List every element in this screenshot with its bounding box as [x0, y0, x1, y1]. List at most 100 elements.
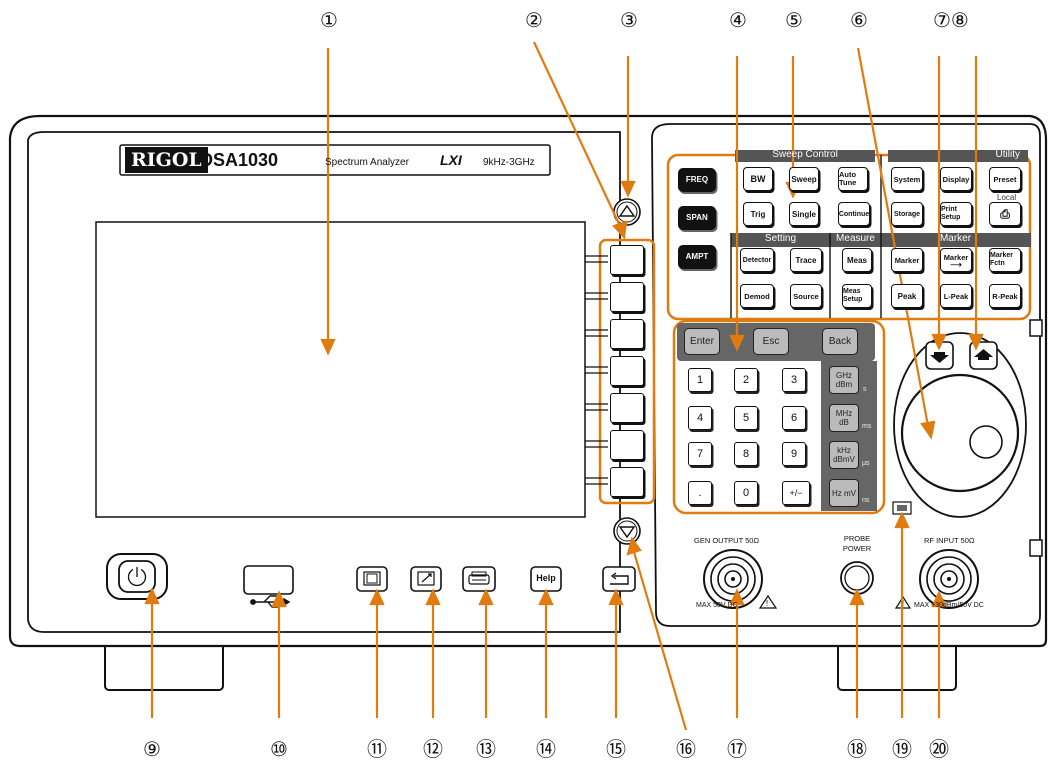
- page-down-button: [613, 517, 641, 545]
- digit-3-key[interactable]: 3: [782, 368, 806, 392]
- frequency-range: 9kHz-3GHz: [483, 157, 535, 168]
- return-button: [602, 566, 636, 592]
- callout-3: ③: [620, 8, 638, 32]
- group-utility: Utility: [995, 149, 1020, 160]
- digit-6-key[interactable]: 6: [782, 406, 806, 430]
- probe-power-label: PROBE POWER: [842, 534, 872, 553]
- preset-key[interactable]: Preset: [989, 167, 1021, 191]
- digit-2-key[interactable]: 2: [734, 368, 758, 392]
- digit-4-key[interactable]: 4: [688, 406, 712, 430]
- softkey-6[interactable]: [610, 430, 644, 460]
- digit-9-key[interactable]: 9: [782, 442, 806, 466]
- brand-bar: [119, 144, 551, 176]
- softkey-1[interactable]: [610, 245, 644, 275]
- product-type: Spectrum Analyzer: [325, 157, 409, 168]
- digit-5-key[interactable]: 5: [734, 406, 758, 430]
- detector-key[interactable]: Detector: [740, 248, 774, 272]
- unit-suffix-ms: ms: [862, 423, 872, 430]
- softkey-3[interactable]: [610, 319, 644, 349]
- trig-key[interactable]: Trig: [743, 202, 773, 226]
- keypad-frame: [672, 319, 886, 515]
- enter-key[interactable]: Enter: [684, 328, 720, 355]
- back-key[interactable]: Back: [822, 328, 858, 355]
- print-setup-key[interactable]: Print Setup: [940, 202, 972, 226]
- digit-0-key[interactable]: 0: [734, 481, 758, 505]
- r-peak-key[interactable]: R-Peak: [989, 284, 1021, 308]
- amp-key[interactable]: AMPT: [678, 245, 716, 269]
- softkey-7[interactable]: [610, 467, 644, 497]
- softkey-column-frame: [598, 238, 656, 505]
- screen-zoom-button: [410, 566, 442, 592]
- marker-fctn-key[interactable]: Marker Fctn: [989, 248, 1021, 272]
- peak-key[interactable]: Peak: [891, 284, 923, 308]
- left-foot: [104, 639, 224, 691]
- softkey-2[interactable]: [610, 282, 644, 312]
- callout-12: ⑫: [423, 737, 443, 761]
- freq-key[interactable]: FREQ: [678, 168, 716, 192]
- callout-6: ⑥: [850, 8, 868, 32]
- display-key[interactable]: Display: [940, 167, 972, 191]
- model-name: DSA1030: [200, 150, 279, 170]
- gen-output-label: GEN OUTPUT 50Ω: [694, 536, 760, 545]
- storage-key[interactable]: Storage: [891, 202, 923, 226]
- power-button: [106, 553, 168, 600]
- marker-to-key[interactable]: Marker⟶: [940, 248, 972, 272]
- callout-2: ②: [525, 8, 543, 32]
- unit-suffix-us: μs: [862, 460, 870, 467]
- source-key[interactable]: Source: [790, 284, 822, 308]
- sign-key[interactable]: +/−: [782, 481, 810, 505]
- callout-16: ⑯: [676, 737, 696, 761]
- unit-suffix-s: s: [863, 386, 867, 393]
- callout-9: ⑨: [143, 737, 161, 761]
- digit-7-key[interactable]: 7: [688, 442, 712, 466]
- callout-4: ④: [729, 8, 747, 32]
- sweep-key[interactable]: Sweep: [789, 167, 819, 191]
- bw-key[interactable]: BW: [743, 167, 773, 191]
- digit-1-key[interactable]: 1: [688, 368, 712, 392]
- softkey-5[interactable]: [610, 393, 644, 423]
- span-key[interactable]: SPAN: [678, 206, 716, 230]
- callout-14: ⑭: [536, 737, 556, 761]
- group-setting: Setting: [764, 233, 797, 244]
- gen-output-connector: [703, 549, 763, 609]
- callout-20: ⑳: [929, 737, 949, 761]
- callout-5: ⑤: [785, 8, 803, 32]
- unit-khz-key[interactable]: kHz dBmV: [829, 441, 859, 469]
- single-key[interactable]: Single: [789, 202, 819, 226]
- rf-input-label: RF INPUT 50Ω: [924, 536, 975, 545]
- demod-key[interactable]: Demod: [740, 284, 774, 308]
- auto-tune-key[interactable]: Auto Tune: [838, 167, 868, 191]
- local-print-key[interactable]: ⎙: [989, 202, 1021, 226]
- help-button[interactable]: Help: [536, 573, 556, 583]
- unit-suffix-ns: ns: [862, 497, 870, 504]
- lcd-screen: [95, 221, 586, 518]
- softkey-4[interactable]: [610, 356, 644, 386]
- marker-key[interactable]: Marker: [891, 248, 923, 272]
- callout-10: ⑩: [270, 737, 288, 761]
- callout-13: ⑬: [476, 737, 496, 761]
- meas-setup-key[interactable]: Meas Setup: [842, 284, 872, 308]
- continue-key[interactable]: Continue: [838, 202, 870, 226]
- rigol-logo: RIGOL: [125, 147, 208, 173]
- marker-to-label: Marker: [943, 252, 969, 262]
- trace-key[interactable]: Trace: [790, 248, 822, 272]
- group-measure: Measure: [836, 233, 875, 244]
- l-peak-key[interactable]: L-Peak: [940, 284, 972, 308]
- arrow-right-icon: ⟶: [950, 259, 962, 269]
- rotary-knob: [900, 373, 1020, 493]
- unit-ghz-key[interactable]: GHz dBm: [829, 366, 859, 394]
- meas-key[interactable]: Meas: [842, 248, 872, 272]
- esc-key[interactable]: Esc: [753, 328, 789, 355]
- page-up-button: [613, 198, 641, 226]
- rf-input-max-label: MAX +30dBm/50V DC: [914, 602, 984, 609]
- digit-8-key[interactable]: 8: [734, 442, 758, 466]
- callout-15: ⑮: [606, 737, 626, 761]
- decimal-point-key[interactable]: .: [688, 481, 712, 505]
- system-key[interactable]: System: [891, 167, 923, 191]
- svg-text:!: !: [766, 599, 768, 608]
- unit-mhz-key[interactable]: MHz dB: [829, 404, 859, 432]
- direction-down-key: [925, 341, 954, 370]
- unit-hz-key[interactable]: Hz mV: [829, 479, 859, 507]
